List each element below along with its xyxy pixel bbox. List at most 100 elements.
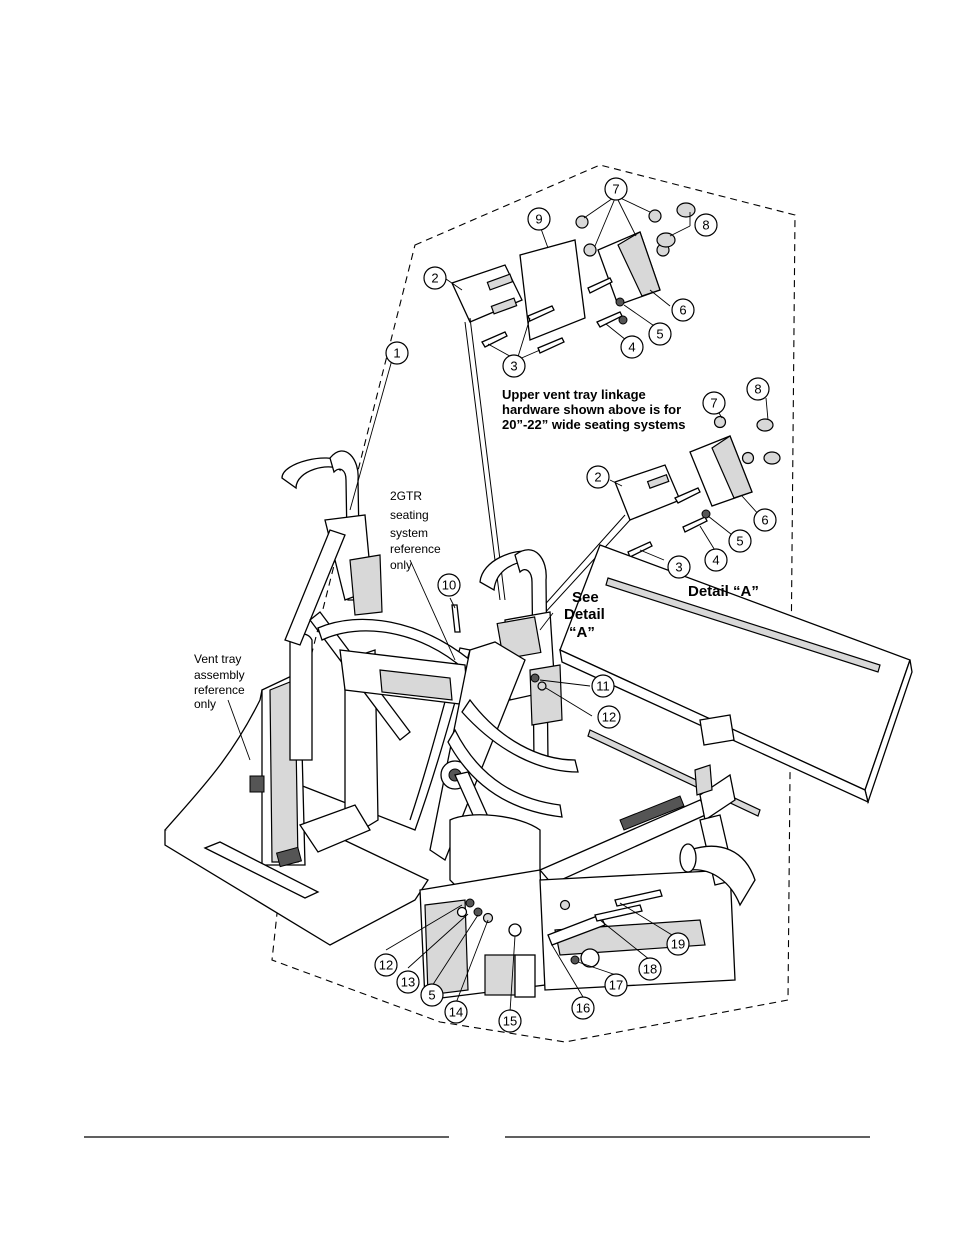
callout-2-detail: 2 xyxy=(586,465,610,489)
callout-label: 11 xyxy=(596,679,610,694)
callout-label: 5 xyxy=(428,988,435,1003)
callout-5-detail: 5 xyxy=(728,529,752,553)
note-line: system xyxy=(390,526,428,540)
nut-12-upper xyxy=(537,681,547,691)
callout-5-upper: 5 xyxy=(648,322,672,346)
callout-label: 2 xyxy=(594,470,601,485)
callout-label: 12 xyxy=(379,958,393,973)
callout-label: 6 xyxy=(679,303,686,318)
linkage-plate-2-upper xyxy=(451,264,523,323)
callout-13: 13 xyxy=(396,970,420,994)
callout-7-detail: 7 xyxy=(702,391,726,415)
callout-4-upper: 4 xyxy=(620,335,644,359)
callout-4-detail: 4 xyxy=(704,548,728,572)
nut-12-base xyxy=(465,898,475,908)
nut-14 xyxy=(482,912,494,924)
note-line: Vent tray xyxy=(194,652,241,666)
callout-label: 2 xyxy=(431,271,438,286)
callout-label: 4 xyxy=(628,340,635,355)
callout-label: 7 xyxy=(710,396,717,411)
bolt-19 xyxy=(614,889,663,907)
upper-linkage-hardware xyxy=(445,195,696,361)
callout-14: 14 xyxy=(444,1000,468,1024)
callout-label: 7 xyxy=(612,182,619,197)
vent-tray-assembly xyxy=(164,633,471,946)
linkage-rod xyxy=(464,317,506,601)
callout-10: 10 xyxy=(437,573,461,597)
washer-5a xyxy=(615,297,625,307)
callout-label: 1 xyxy=(393,346,400,361)
callout-label: 6 xyxy=(761,513,768,528)
note-line: hardware shown above is for xyxy=(502,402,681,417)
callout-label: 5 xyxy=(656,327,663,342)
plate-9 xyxy=(519,239,586,341)
note-line: reference xyxy=(194,683,245,697)
callout-11: 11 xyxy=(591,674,615,698)
callout-6-detail: 6 xyxy=(753,508,777,532)
note-line: seating xyxy=(390,508,429,522)
callout-label: 4 xyxy=(712,553,719,568)
callout-18: 18 xyxy=(638,957,662,981)
bushing-15 xyxy=(508,923,522,937)
callout-label: 17 xyxy=(609,978,623,993)
nut-7a xyxy=(575,215,589,229)
note-line: only xyxy=(194,697,216,711)
callout-15: 15 xyxy=(498,1009,522,1033)
bushing-8-detail-b xyxy=(763,451,781,465)
bushing-8-detail-a xyxy=(756,418,774,432)
linkage-plate-2-detail xyxy=(614,464,681,521)
callout-label: 14 xyxy=(449,1005,463,1020)
callout-19: 19 xyxy=(666,932,690,956)
bolt-3a xyxy=(481,331,508,348)
note-line: 2GTR xyxy=(390,489,422,503)
callout-3-detail: 3 xyxy=(667,555,691,579)
upper-linkage-note: Upper vent tray linkage hardware shown a… xyxy=(502,387,686,432)
note-line: reference xyxy=(390,542,441,556)
washer-11 xyxy=(530,673,540,683)
callout-label: 10 xyxy=(442,578,456,593)
callout-7-upper: 7 xyxy=(604,177,628,201)
callout-label: 9 xyxy=(535,212,542,227)
bushing-8b xyxy=(656,232,676,248)
callout-5-base: 5 xyxy=(420,983,444,1007)
see-detail-note: See Detail “A” xyxy=(564,589,605,641)
callout-label: 3 xyxy=(510,359,517,374)
nut-7b xyxy=(648,209,662,223)
callout-3-upper: 3 xyxy=(502,354,526,378)
callout-9: 9 xyxy=(527,207,551,231)
see-detail-box xyxy=(496,616,542,660)
callout-12-upper: 12 xyxy=(597,705,621,729)
bolt-4-upper xyxy=(596,311,623,328)
callout-label: 8 xyxy=(702,218,709,233)
note-line: “A” xyxy=(569,624,595,641)
callout-2-upper: 2 xyxy=(423,266,447,290)
bolt-3b xyxy=(537,337,565,354)
callout-label: 16 xyxy=(576,1001,590,1016)
washer-13 xyxy=(456,906,468,918)
callout-1: 1 xyxy=(385,341,409,365)
detail-a-label: Detail “A” xyxy=(688,583,759,600)
callout-8-detail: 8 xyxy=(746,377,770,401)
callout-label: 15 xyxy=(503,1014,517,1029)
exploded-group-boundary xyxy=(271,164,796,1043)
axle-16 xyxy=(547,914,606,946)
seating-reference-note: 2GTR seating system reference only xyxy=(390,489,441,572)
nut-17 xyxy=(570,955,580,965)
callout-label: 18 xyxy=(643,962,657,977)
nut-7c xyxy=(583,243,597,257)
callout-label: 12 xyxy=(602,710,616,725)
leader-lines xyxy=(227,341,673,1013)
note-line: See xyxy=(572,589,599,606)
callout-label: 19 xyxy=(671,937,685,952)
bolt-4-detail xyxy=(682,516,708,533)
note-line: Detail xyxy=(564,606,605,623)
washer-5b xyxy=(618,315,628,325)
vent-tray-reference-note: Vent tray assembly reference only xyxy=(194,652,245,711)
nut-7-detail-a xyxy=(713,415,727,429)
note-line: only xyxy=(390,558,412,572)
callout-6-upper: 6 xyxy=(671,298,695,322)
pin-10 xyxy=(451,604,461,633)
bushing-8a xyxy=(676,202,696,218)
callout-12-base: 12 xyxy=(374,953,398,977)
